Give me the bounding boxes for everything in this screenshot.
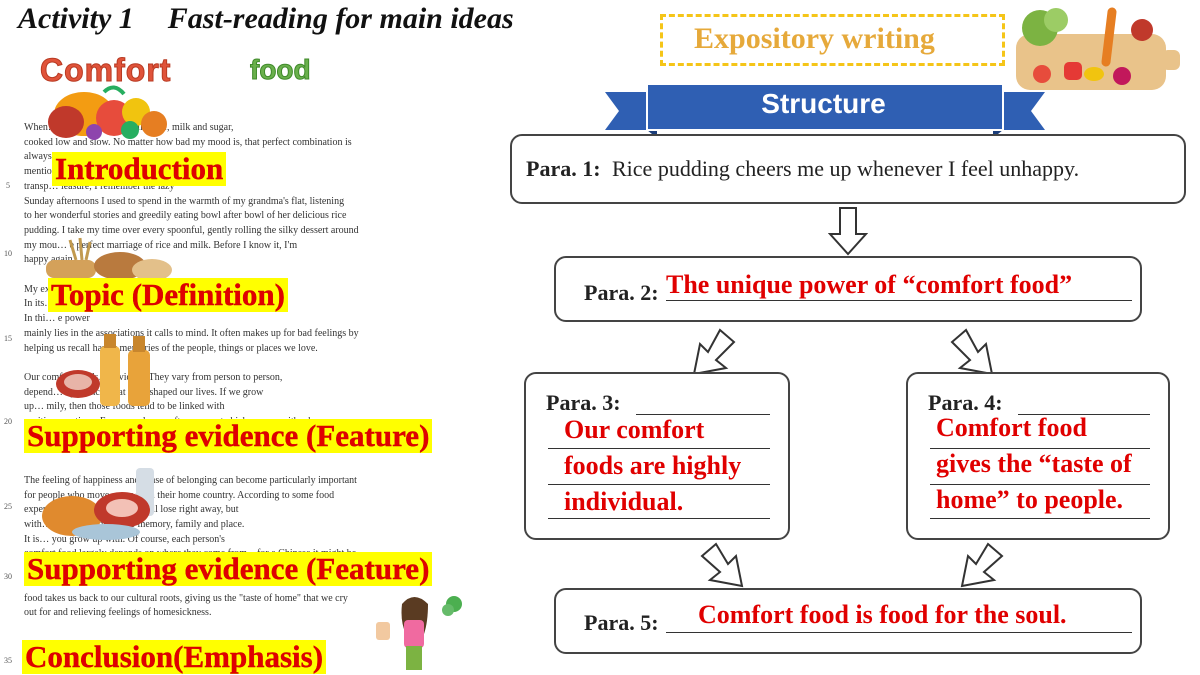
para3-box: Para. 3: Our comfort foods are highly in… [524,372,790,540]
label-topic-definition: Topic (Definition) [48,277,288,312]
para3-blank [548,518,770,519]
line-number: 20 [4,417,12,426]
line-number: 10 [4,249,12,258]
article-line: The feeling of happiness and sense of be… [24,474,357,486]
arrow-down-right-icon [950,328,994,376]
para3-blank [548,484,770,485]
article-line: my mou… e perfect marriage of rice and m… [24,239,298,251]
para2-blank [666,300,1132,301]
para3-blank [548,448,770,449]
arrow-down-right-icon [700,542,744,588]
article-line: In thi… e power [24,313,90,325]
article-line: to her wonderful stories and greedily ea… [24,210,347,222]
para2-box: Para. 2: The unique power of “comfort fo… [554,256,1142,322]
para2-label: Para. 2: [584,280,659,305]
para1-text: Rice pudding cheers me up whenever I fee… [612,156,1080,181]
para3-answer-line: individual. [564,487,684,516]
para1-box: Para. 1: Rice pudding cheers me up whene… [510,134,1186,204]
expository-writing-frame [660,14,1005,66]
para5-label: Para. 5: [584,610,659,635]
article-line [24,621,364,636]
para4-blank [930,448,1150,449]
para1-label: Para. 1: [526,156,601,181]
article-line: It is… you grow up with. Of course, each… [24,533,225,545]
para3-answer: Our comfort foods are highly individual. [564,412,741,520]
label-introduction: Introduction [52,151,227,186]
para3-answer-line: foods are highly [564,451,742,480]
article-line: transp… leasure, I remember the lazy [24,180,175,192]
logo-word-comfort: Comfort [39,52,172,89]
logo-word-food: food [250,54,312,86]
expository-writing-title: Expository writing [694,22,935,55]
woman-thumbs-up-icon [376,596,462,670]
para4-answer-line: Comfort food [936,413,1087,442]
activity-heading: Fast-reading for main ideas [167,2,514,35]
oil-bottles-icon [56,334,150,406]
para3-blank [636,414,770,415]
article-line: pudding. I take my time over every spoon… [24,224,359,236]
vegetables-board-icon [1016,7,1180,90]
article-line: food takes us back to our cultural roots… [24,592,348,604]
para4-answer-line: home” to people. [936,485,1124,514]
para5-answer: Comfort food is food for the soul. [698,600,1067,629]
line-number: 30 [4,572,12,581]
comfort-food-logo: Comfort food [39,52,340,96]
label-conclusion: Conclusion(Emphasis) [22,639,327,674]
line-number: 5 [6,181,10,190]
line-number: 15 [4,334,12,343]
label-supporting-evidence-1: Supporting evidence (Feature) [24,418,433,453]
para3-answer-line: Our comfort [564,415,705,444]
line-number: 35 [4,656,12,665]
bread-grain-icon [46,237,172,281]
para4-box: Para. 4: Comfort food gives the “taste o… [906,372,1170,540]
para5-blank [666,632,1132,633]
article-line: Our comfort foods… dividual. They vary f… [24,371,283,383]
para4-blank [930,518,1150,519]
arrow-down-left-icon [692,328,736,376]
meat-dish-icon [42,468,154,540]
activity-number: Activity 1 [18,2,134,35]
article-line: for people who move away from their home… [24,489,335,501]
para4-blank [930,484,1150,485]
para4-answer-line: gives the “taste of [936,449,1132,478]
structure-banner [605,83,1045,138]
structure-banner-label: Structure [761,88,886,119]
para4-answer: Comfort food gives the “taste of home” t… [936,410,1132,518]
para4-label: Para. 4: [928,390,1003,415]
line-number: 25 [4,502,12,511]
arrow-down-icon [828,207,868,256]
para5-box: Para. 5: Comfort food is food for the so… [554,588,1142,654]
article-line: up… mily, then those foods tend to be li… [24,401,225,413]
para3-label: Para. 3: [546,390,621,415]
article-line: out for and relieving feelings of homesi… [24,607,212,619]
article-line: Sunday afternoons I used to spend in the… [24,195,345,207]
article-line: cooked low and slow. No matter how bad m… [24,136,352,148]
label-supporting-evidence-2: Supporting evidence (Feature) [24,551,433,586]
para4-blank [1018,414,1150,415]
activity-title: Activity 1 Fast-reading for main ideas [18,2,514,36]
article-line: helping us recall happy memories of the … [24,342,318,354]
article-line: mainly lies in the associations it calls… [24,327,359,339]
fruit-pile-icon [48,85,167,140]
article-line: happy again. [24,254,76,266]
para2-answer: The unique power of “comfort food” [666,270,1073,299]
arrow-down-left-icon [960,542,1004,588]
